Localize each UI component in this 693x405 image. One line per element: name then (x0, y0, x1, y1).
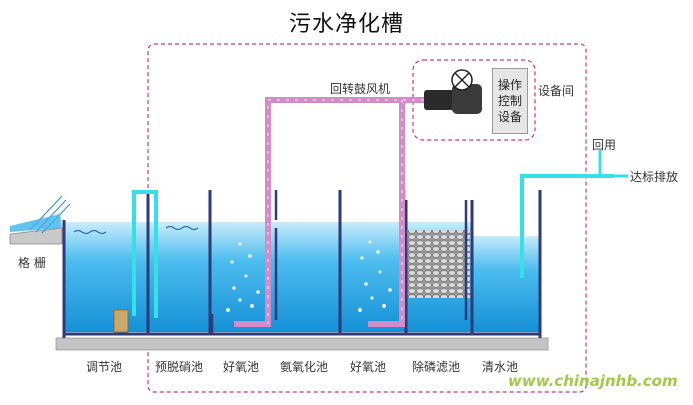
control-equipment-label: 操作控制设备 (497, 78, 522, 124)
diagram-title: 污水净化槽 (288, 12, 404, 37)
reuse-label: 回用 (592, 138, 617, 152)
transfer-pipe (132, 190, 158, 318)
pump (113, 309, 129, 333)
tank-label-ammonia-oxidation: 氨氧化池 (280, 360, 329, 374)
gravel-filter (408, 230, 470, 298)
enclosure-border (147, 43, 587, 393)
tank-label-phosphorus-filter: 除磷滤池 (412, 360, 461, 374)
discharge-label: 达标排放 (630, 170, 679, 184)
tank-label-pre-denitrification: 预脱硝池 (155, 360, 204, 374)
tank-walls (62, 190, 542, 338)
base-slab (55, 337, 549, 351)
surface-ripples (73, 226, 199, 234)
aeration-bubbles (226, 240, 392, 312)
equipment-room-border (412, 59, 536, 141)
rotary-blower (424, 69, 482, 114)
outlet-pipe (520, 174, 614, 278)
equipment-room-label: 设备间 (538, 84, 575, 98)
control-equipment-box: 操作控制设备 (492, 68, 528, 134)
tank-label-regulating: 调节池 (86, 360, 123, 374)
inlet-water (10, 214, 62, 232)
tank-label-clear-water: 清水池 (482, 360, 519, 374)
tank-label-aerobic-2: 好氧池 (350, 360, 387, 374)
grating-label: 格 栅 (18, 256, 46, 270)
blower-label: 回转鼓风机 (330, 82, 391, 96)
watermark: www.chinajnhb.com (508, 372, 678, 390)
tank-label-aerobic-1: 好氧池 (223, 360, 260, 374)
